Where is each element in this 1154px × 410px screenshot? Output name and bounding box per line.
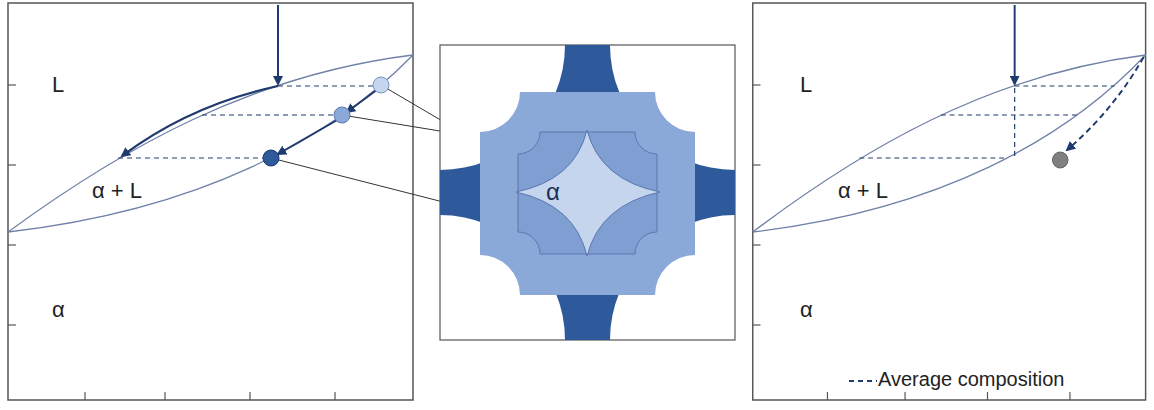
legend-dash-sample (848, 373, 878, 387)
right-phase-diagram (753, 3, 1146, 400)
region-label: α + L (838, 178, 888, 204)
region-label: α (800, 297, 813, 323)
region-label: α + L (92, 178, 142, 204)
region-label: α (52, 297, 65, 323)
region-label: L (52, 72, 64, 98)
microstructure-illustration (440, 45, 735, 340)
legend-text: Average composition (878, 368, 1064, 391)
region-label: α (546, 178, 560, 207)
legend-row: Average composition (848, 368, 1064, 391)
region-label: L (800, 72, 812, 98)
